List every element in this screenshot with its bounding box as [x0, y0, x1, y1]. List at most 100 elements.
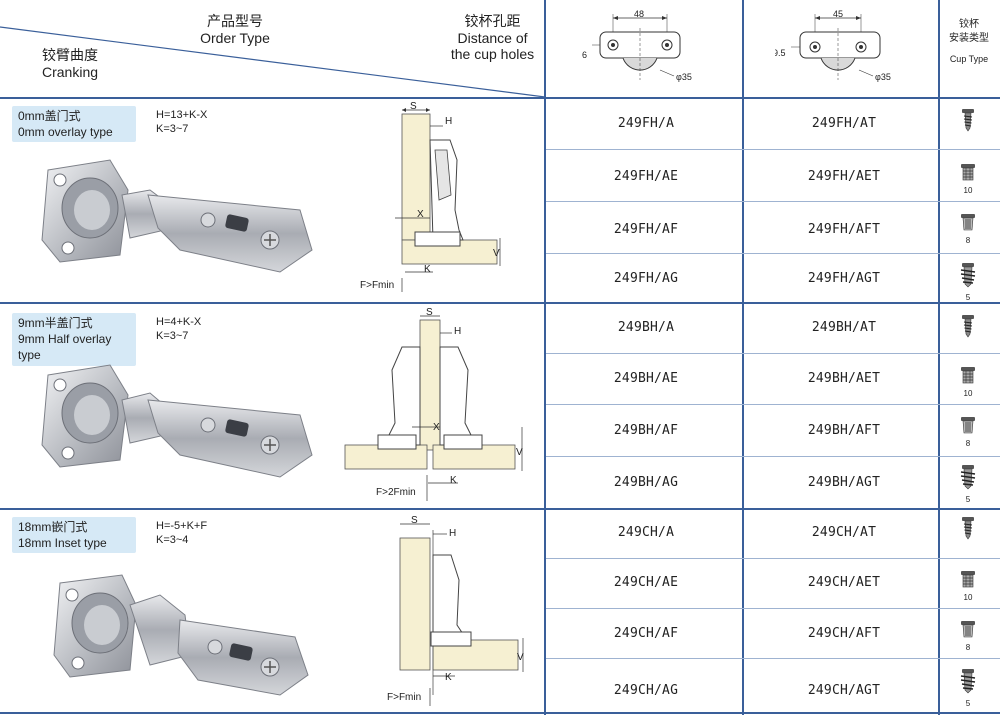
section-divider-2	[0, 508, 1000, 510]
dim-k: K	[424, 264, 431, 275]
dim-f: F>2Fmin	[376, 487, 416, 498]
distance-en-1: Distance of	[457, 30, 528, 47]
section-1-formula: H=13+K-X K=3~7	[156, 108, 207, 137]
section-3-label-en: 18mm Inset type	[18, 536, 107, 551]
expand-cup-icon: 5	[956, 262, 980, 302]
order-code: 249FH/AGT	[807, 271, 881, 286]
header-cranking: 铰臂曲度 Cranking	[20, 48, 120, 80]
dowel-cup-icon: 8	[956, 620, 980, 652]
col-divider-1	[544, 0, 546, 715]
dim-k: K	[445, 672, 452, 683]
formula-h: H=4+K-X	[156, 316, 202, 328]
dowel-cup-icon: 8	[956, 416, 980, 448]
header-diagonal	[0, 26, 545, 97]
table-bottom-line	[0, 712, 1000, 714]
hinge-photo-inset	[53, 574, 309, 696]
order-code: 249BH/A	[617, 320, 675, 335]
section-2-label: 9mm半盖门式 9mm Half overlay type	[12, 313, 136, 366]
section-3-formula: H=-5+K+F K=3~4	[156, 519, 207, 548]
cup-a-width: 48	[634, 10, 644, 19]
order-type-cn: 产品型号	[207, 14, 263, 30]
expand-cup-icon: 5	[956, 464, 980, 504]
dim-s: S	[410, 101, 417, 112]
order-code: 249FH/AE	[613, 169, 679, 184]
row-sep	[546, 404, 1000, 405]
row-sep	[546, 658, 1000, 659]
euro-cup-icon: 10	[956, 366, 980, 398]
section-2-formula: H=4+K-X K=3~7	[156, 315, 201, 344]
header-bottom-line	[0, 97, 1000, 99]
hinge-photo-half-overlay	[41, 364, 313, 478]
order-code: 249FH/AET	[807, 169, 881, 184]
hinge-photo-overlay	[41, 159, 313, 273]
dim-f: F>Fmin	[387, 692, 421, 703]
order-code: 249BH/AFT	[807, 423, 881, 438]
cup-size-number: 5	[965, 495, 971, 504]
euro-cup-icon: 10	[956, 163, 980, 195]
order-code: 249BH/AT	[811, 320, 877, 335]
row-sep	[546, 253, 1000, 254]
cup-b-width: 45	[833, 10, 843, 19]
row-sep	[546, 608, 1000, 609]
cranking-en: Cranking	[41, 64, 99, 81]
cup-b-offset: 9.5	[775, 48, 786, 58]
order-code: 249FH/A	[617, 116, 675, 131]
section-1-label: 0mm盖门式 0mm overlay type	[12, 106, 136, 143]
cup-hole-drawing-b: 45 9.5 φ35	[775, 10, 891, 82]
section-3-label-cn: 18mm嵌门式	[18, 520, 88, 534]
row-sep	[546, 149, 1000, 150]
order-code: 249CH/AET	[807, 575, 881, 590]
order-code: 249CH/AGT	[807, 683, 881, 698]
distance-cn: 铰杯孔距	[464, 14, 521, 30]
row-sep	[546, 201, 1000, 202]
cup-size-number: 10	[963, 186, 973, 195]
row-sep	[546, 353, 1000, 354]
section-1-label-en: 0mm overlay type	[18, 125, 113, 140]
order-code: 249FH/AG	[613, 271, 679, 286]
dim-h: H	[449, 528, 456, 539]
dim-v: V	[493, 248, 500, 259]
dim-v: V	[517, 652, 524, 663]
order-code: 249BH/AF	[613, 423, 679, 438]
cup-size-number: 5	[965, 699, 971, 708]
order-code: 249CH/AE	[613, 575, 679, 590]
cup-size-number: 8	[965, 643, 971, 652]
order-code: 249BH/AG	[613, 475, 679, 490]
order-code: 249BH/AE	[613, 371, 679, 386]
section-2-label-cn: 9mm半盖门式	[18, 316, 93, 330]
dim-s: S	[426, 307, 433, 318]
cup-size-number: 10	[963, 593, 973, 602]
cup-type-en: Cup Type	[949, 54, 989, 64]
section-2-label-en: 9mm Half overlay type	[18, 332, 112, 363]
cup-a-diameter: φ35	[676, 72, 692, 82]
dim-x: X	[417, 209, 424, 220]
formula-k: K=3~7	[156, 123, 189, 136]
dim-h: H	[445, 116, 452, 127]
dim-v: V	[516, 447, 523, 458]
cranking-cn: 铰臂曲度	[42, 48, 98, 64]
header-cup-type: 铰杯 安装类型 Cup Type	[940, 18, 998, 65]
expand-cup-icon: 5	[956, 668, 980, 708]
order-code: 249BH/AGT	[807, 475, 881, 490]
dowel-cup-icon: 8	[956, 213, 980, 245]
section-1-label-cn: 0mm盖门式	[18, 109, 81, 123]
col-divider-2	[742, 0, 744, 715]
row-sep	[546, 456, 1000, 457]
order-code: 249CH/AT	[811, 525, 877, 540]
header-order-type: 产品型号 Order Type	[180, 14, 290, 46]
distance-en-2: the cup holes	[450, 46, 535, 63]
cup-a-offset: 6	[582, 50, 587, 60]
euro-cup-icon: 10	[956, 570, 980, 602]
installation-diagram-overlay: S H X V K F>Fmin	[360, 101, 501, 292]
order-type-en: Order Type	[200, 30, 270, 47]
order-code: 249FH/AF	[613, 222, 679, 237]
formula-h: H=-5+K+F	[156, 520, 208, 532]
installation-diagram-inset: S H V K F>Fmin	[387, 515, 524, 706]
installation-diagram-half-overlay: S H X V K F>2Fmin	[344, 307, 523, 501]
cup-type-cn-2: 安装类型	[949, 32, 989, 44]
order-code: 249CH/AG	[613, 683, 679, 698]
cup-hole-drawing-a: 48 6 φ35	[582, 10, 692, 82]
section-3-label: 18mm嵌门式 18mm Inset type	[12, 517, 136, 554]
row-sep	[546, 558, 1000, 559]
